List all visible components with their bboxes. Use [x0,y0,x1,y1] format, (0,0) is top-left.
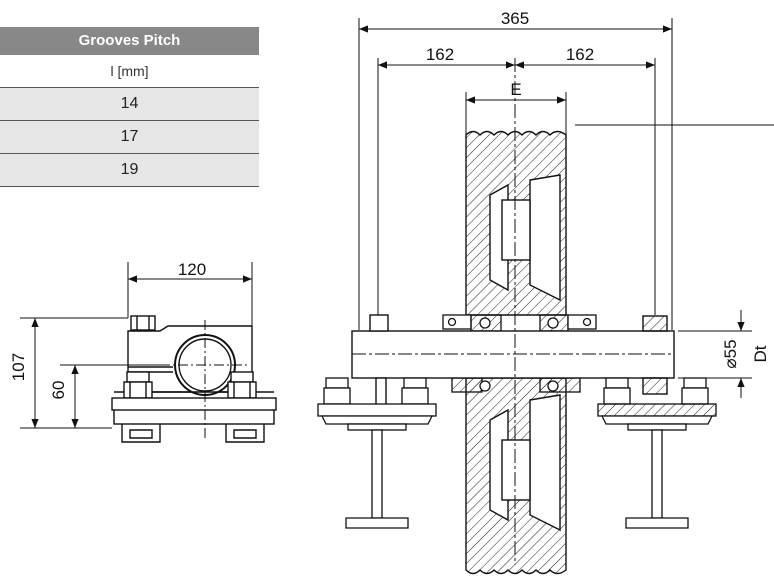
table-row: 14 [0,88,259,121]
table-row: 17 [0,121,259,154]
grooves-pitch-table: Grooves Pitch l [mm] 14 17 19 [0,27,259,187]
table-unit-row: l [mm] [0,55,259,88]
front-view-left-rail [317,377,437,529]
front-view-bearings [442,314,597,393]
front-view-wheel [465,130,567,575]
table-row: 19 [0,154,259,187]
span-365-label: 365 [501,9,529,28]
front-view-right-rail [597,377,717,529]
front-view-shaft [351,314,675,419]
front-view-dimensions [358,18,774,565]
span-162-right-label: 162 [566,45,594,64]
side-view-bracket [111,315,277,443]
pitch-diameter-label: Dt [751,345,770,362]
span-162-left-label: 162 [426,45,454,64]
width-120-label: 120 [178,260,206,279]
height-107-label: 107 [9,353,28,381]
table-header: Grooves Pitch [0,27,259,55]
shaft-diameter-label: ⌀55 [721,339,740,368]
groove-width-e-label: E [510,80,521,99]
height-60-label: 60 [49,381,68,400]
side-view-dimensions [20,262,253,429]
